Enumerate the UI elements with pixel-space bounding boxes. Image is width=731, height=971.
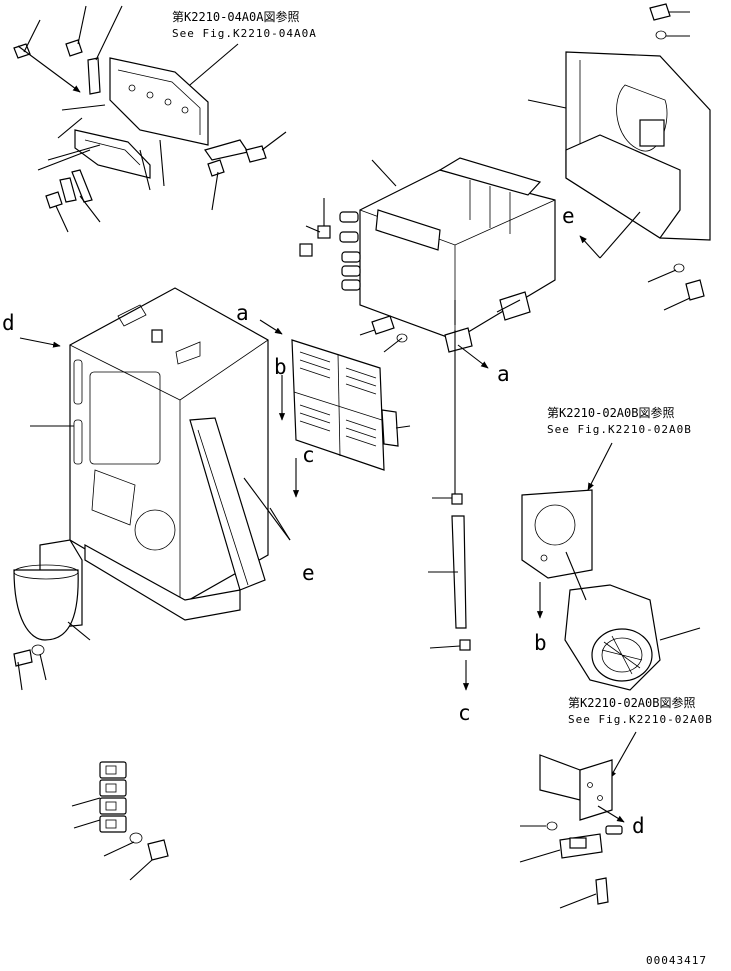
connection-label-a-right: a xyxy=(497,362,510,386)
switch-bracket-assembly xyxy=(59,57,249,203)
reference-note-3-en: See Fig.K2210-02A0B xyxy=(568,713,713,726)
drain-hose-assembly xyxy=(428,300,489,691)
reference-note-3-jp: 第K2210-02A0B図参照 xyxy=(568,695,695,710)
duct-housing xyxy=(565,3,711,301)
figure-number: 00043417 xyxy=(646,954,707,967)
foam-pads xyxy=(299,225,331,257)
connection-label-d-left: d xyxy=(2,311,15,335)
connection-label-d-right: d xyxy=(632,814,645,838)
blower-fan xyxy=(564,551,701,691)
connection-label-b-left: b xyxy=(274,355,287,379)
reference-note-1-en: See Fig.K2210-04A0A xyxy=(172,27,317,40)
screws-top-left xyxy=(13,39,267,209)
blower-bracket xyxy=(521,489,593,579)
connection-label-a-top: a xyxy=(236,301,249,325)
air-filter-panel xyxy=(291,339,411,471)
vent-duct xyxy=(13,539,91,691)
leader-lines-top-left xyxy=(17,5,287,233)
reference-note-2-en: See Fig.K2210-02A0B xyxy=(547,423,692,436)
connection-label-e-left: e xyxy=(302,561,315,585)
main-case xyxy=(69,287,269,621)
leader-lines-duct xyxy=(527,11,691,311)
leader-reference-2 xyxy=(587,442,613,491)
leader-reference-3 xyxy=(609,731,637,779)
connection-label-c-bottom: c xyxy=(458,701,471,725)
pipe-fittings xyxy=(339,211,361,291)
connection-label-e-right: e xyxy=(562,204,575,228)
connection-label-b-right: b xyxy=(534,631,547,655)
leader-lines-case xyxy=(19,319,300,541)
heater-core-unit xyxy=(339,157,556,353)
leader-lines-heater xyxy=(305,159,521,353)
connection-label-c-left: c xyxy=(302,443,315,467)
relay-group xyxy=(71,761,169,881)
reference-note-1-jp: 第K2210-04A0A図参照 xyxy=(172,9,299,24)
leader-reference-1 xyxy=(183,43,239,91)
sensor-bracket xyxy=(519,754,625,909)
reference-note-2-jp: 第K2210-02A0B図参照 xyxy=(547,405,674,420)
